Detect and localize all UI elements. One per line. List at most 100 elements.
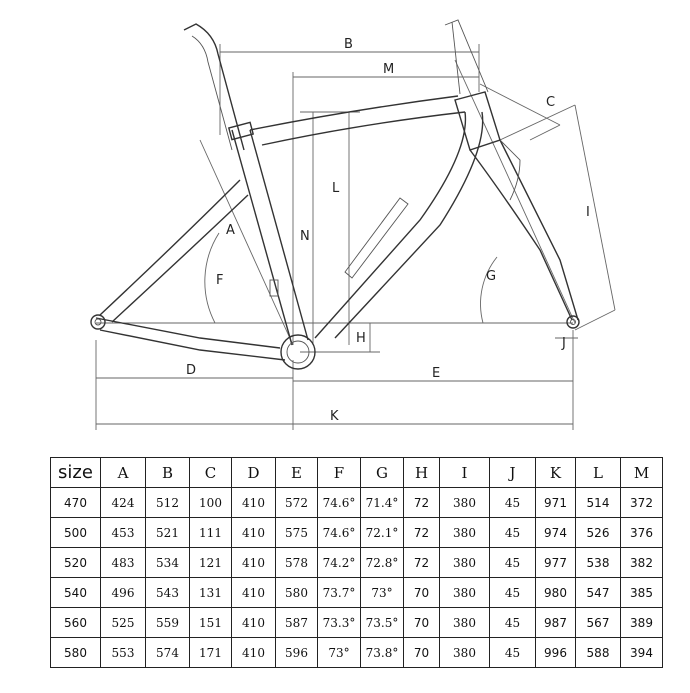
- cell-e: 587: [275, 607, 318, 638]
- cell-d: 410: [231, 577, 276, 608]
- cell-a: 453: [100, 517, 146, 548]
- header-a: A: [100, 457, 146, 488]
- cell-h: 70: [403, 577, 440, 608]
- cell-l: 526: [575, 517, 621, 548]
- cell-k: 987: [535, 607, 576, 638]
- cell-l: 547: [575, 577, 621, 608]
- header-j: J: [489, 457, 536, 488]
- cell-g: 73°: [360, 577, 404, 608]
- cell-a: 496: [100, 577, 146, 608]
- cell-j: 45: [489, 577, 536, 608]
- cell-c: 111: [189, 517, 232, 548]
- header-c: C: [189, 457, 232, 488]
- cell-i: 380: [439, 517, 490, 548]
- header-g: G: [360, 457, 404, 488]
- cell-i: 380: [439, 637, 490, 668]
- cell-c: 121: [189, 547, 232, 578]
- cell-h: 70: [403, 607, 440, 638]
- label-a: A: [226, 223, 235, 238]
- cell-m: 389: [620, 607, 663, 638]
- header-l: L: [575, 457, 621, 488]
- cell-b: 521: [145, 517, 190, 548]
- label-j: J: [561, 336, 566, 351]
- cell-size: 540: [50, 577, 101, 608]
- cell-k: 974: [535, 517, 576, 548]
- label-f: F: [216, 273, 223, 288]
- cell-i: 380: [439, 547, 490, 578]
- cell-c: 100: [189, 487, 232, 518]
- cell-d: 410: [231, 607, 276, 638]
- cell-k: 996: [535, 637, 576, 668]
- cell-d: 410: [231, 487, 276, 518]
- cell-f: 74.6°: [317, 517, 361, 548]
- header-d: D: [231, 457, 276, 488]
- cell-size: 560: [50, 607, 101, 638]
- cell-j: 45: [489, 607, 536, 638]
- cell-f: 74.2°: [317, 547, 361, 578]
- cell-k: 980: [535, 577, 576, 608]
- cell-h: 70: [403, 637, 440, 668]
- label-b: B: [344, 37, 353, 52]
- cell-b: 534: [145, 547, 190, 578]
- cell-a: 483: [100, 547, 146, 578]
- dimension-labels: A B C D E F G H I J K L M N: [186, 37, 590, 424]
- bike-frame: [90, 19, 580, 370]
- label-l: L: [332, 181, 340, 196]
- cell-a: 424: [100, 487, 146, 518]
- cell-e: 575: [275, 517, 318, 548]
- header-k: K: [535, 457, 576, 488]
- cell-f: 73°: [317, 637, 361, 668]
- cell-d: 410: [231, 637, 276, 668]
- cell-k: 977: [535, 547, 576, 578]
- cell-m: 385: [620, 577, 663, 608]
- cell-b: 512: [145, 487, 190, 518]
- cell-j: 45: [489, 547, 536, 578]
- header-e: E: [275, 457, 318, 488]
- cell-m: 394: [620, 637, 663, 668]
- cell-f: 73.3°: [317, 607, 361, 638]
- cell-l: 567: [575, 607, 621, 638]
- cell-g: 71.4°: [360, 487, 404, 518]
- cell-b: 543: [145, 577, 190, 608]
- cell-size: 470: [50, 487, 101, 518]
- label-h: H: [356, 331, 366, 346]
- cell-l: 514: [575, 487, 621, 518]
- cell-j: 45: [489, 487, 536, 518]
- label-m: M: [383, 62, 394, 77]
- cell-c: 151: [189, 607, 232, 638]
- cell-g: 73.5°: [360, 607, 404, 638]
- cell-i: 380: [439, 607, 490, 638]
- cell-b: 574: [145, 637, 190, 668]
- cell-e: 580: [275, 577, 318, 608]
- cell-a: 553: [100, 637, 146, 668]
- label-g: G: [486, 269, 496, 284]
- cell-m: 372: [620, 487, 663, 518]
- label-i: I: [586, 205, 590, 220]
- header-i: I: [439, 457, 490, 488]
- cell-size: 580: [50, 637, 101, 668]
- cell-e: 578: [275, 547, 318, 578]
- header-h: H: [403, 457, 440, 488]
- cell-c: 171: [189, 637, 232, 668]
- cell-e: 596: [275, 637, 318, 668]
- cell-m: 382: [620, 547, 663, 578]
- cell-h: 72: [403, 547, 440, 578]
- cell-h: 72: [403, 487, 440, 518]
- header-m: M: [620, 457, 663, 488]
- cell-d: 410: [231, 547, 276, 578]
- header-f: F: [317, 457, 361, 488]
- header-size: size: [50, 457, 101, 488]
- cell-a: 525: [100, 607, 146, 638]
- cell-b: 559: [145, 607, 190, 638]
- label-c: C: [546, 95, 555, 110]
- label-d: D: [186, 363, 196, 378]
- cell-g: 72.8°: [360, 547, 404, 578]
- header-b: B: [145, 457, 190, 488]
- cell-l: 588: [575, 637, 621, 668]
